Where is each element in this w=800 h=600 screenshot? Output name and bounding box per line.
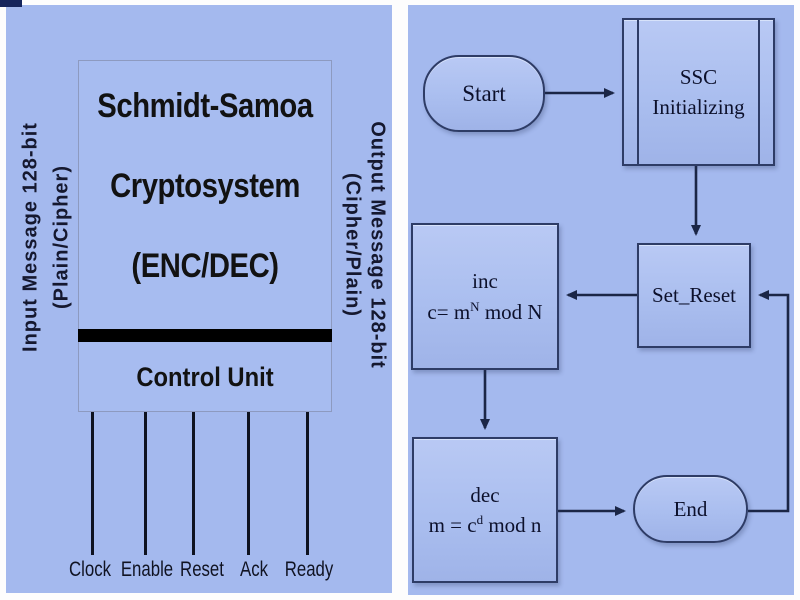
dec-label: dec <box>470 482 500 507</box>
set-reset-label: Set_Reset <box>652 283 736 308</box>
inc-exponent: N <box>470 298 480 314</box>
end-label: End <box>673 496 708 521</box>
flow-connectors <box>480 88 790 516</box>
signal-label-ready: Ready <box>284 558 334 581</box>
block-title-line1: Schmidt-Samoa <box>97 87 313 125</box>
start-label: Start <box>462 80 506 106</box>
flow-node-end: End <box>633 475 748 543</box>
connector-end-to-setreset-loop <box>748 290 790 513</box>
inc-label: inc <box>472 269 498 294</box>
flow-node-ssc-initializing: SSC Initializing <box>622 18 775 166</box>
signal-label-ack: Ack <box>239 558 269 581</box>
flowchart-panel: Start SSC Initializing Set_Reset inc c= … <box>408 5 794 595</box>
signal-line-clock <box>91 412 94 555</box>
corner-artifact <box>0 0 22 7</box>
control-unit-label: Control Unit <box>136 362 274 392</box>
signal-line-ready <box>306 412 309 555</box>
flow-node-inc-encrypt: inc c= mN mod N <box>411 223 559 370</box>
signal-line-reset <box>192 412 195 555</box>
predefined-process-bar-left <box>637 20 639 164</box>
block-title-line3: (ENC/DEC) <box>131 247 279 285</box>
cryptosystem-block: Schmidt-Samoa Cryptosystem (ENC/DEC) Con… <box>78 60 332 412</box>
signal-line-ack <box>247 412 250 555</box>
output-cipher-plain-label: (Cipher/Plain) <box>341 172 364 318</box>
block-diagram-panel: Input Message 128-bit (Plain/Cipher) Out… <box>6 5 392 593</box>
signal-line-enable <box>144 412 147 555</box>
dec-formula: m = cd mod n <box>428 512 542 537</box>
flow-node-start: Start <box>423 55 545 132</box>
inc-formula: c= mN mod N <box>427 298 543 324</box>
output-message-label: Output Message 128-bit <box>366 121 389 369</box>
ssc-label-line2: Initializing <box>652 95 745 119</box>
input-message-label: Input Message 128-bit <box>19 122 42 352</box>
signal-label-reset: Reset <box>180 558 224 581</box>
signal-label-clock: Clock <box>68 558 112 581</box>
block-title-line2: Cryptosystem <box>110 167 300 205</box>
flow-node-dec-decrypt: dec m = cd mod n <box>412 437 558 583</box>
input-plain-cipher-label: (Plain/Cipher) <box>50 164 73 310</box>
divider-bar <box>78 329 332 342</box>
predefined-process-bar-right <box>758 20 760 164</box>
flow-node-set-reset: Set_Reset <box>637 243 751 348</box>
signal-label-enable: Enable <box>120 558 174 581</box>
dec-exponent: d <box>476 512 484 527</box>
ssc-label-line1: SSC <box>679 64 718 89</box>
